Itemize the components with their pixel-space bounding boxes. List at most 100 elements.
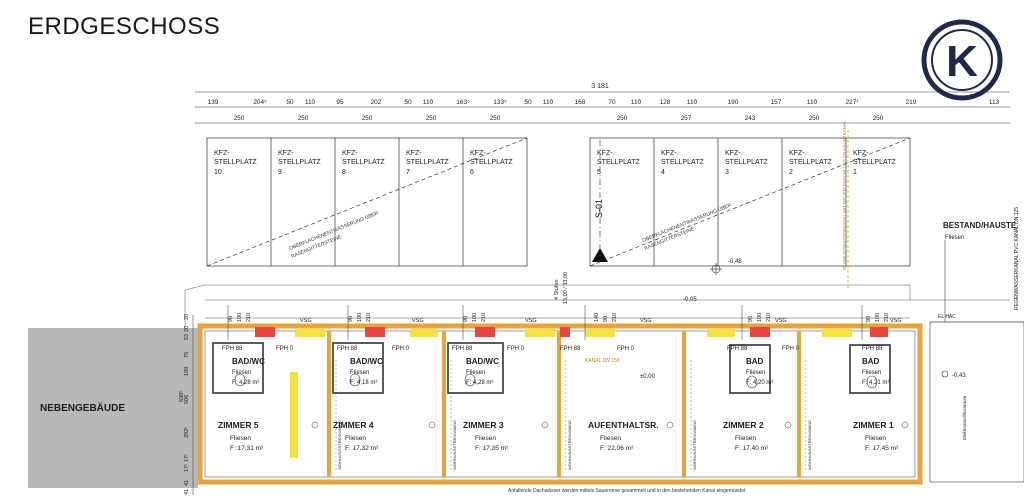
- fph-label: FPH 88: [727, 346, 748, 352]
- room-floor: Fliesen: [230, 435, 251, 442]
- door-dim: 210: [246, 313, 252, 322]
- top-dim-label: 190: [728, 99, 739, 106]
- door-dim: 100: [237, 313, 243, 322]
- kanal-label: KANAL DN 150: [585, 358, 620, 364]
- fph-label: FPH 0: [782, 346, 800, 352]
- room-area: F: 17,40 m²: [735, 445, 769, 452]
- fph-label: FPH 88: [452, 346, 473, 352]
- parking-space-line2: STELLPLATZ: [661, 159, 704, 166]
- parking-space-line2: STELLPLATZ: [470, 159, 513, 166]
- wall-label: WOHNUNGSTRENNWAND: [337, 420, 342, 470]
- parking-dim-label: 250: [809, 115, 820, 122]
- wall-label: WOHNUNGSTRENNWAND: [452, 420, 457, 470]
- room-name: ZIMMER 1: [853, 420, 894, 430]
- logo-letter: K: [946, 37, 978, 86]
- footer-note: Anfallende Dachwässer werden mittels Sau…: [508, 488, 746, 494]
- fph-label: FPH 0: [617, 346, 635, 352]
- bath-area: F: 4,20 m²: [746, 380, 773, 386]
- fph-label: FPH 0: [507, 346, 525, 352]
- parking-space-number: 10: [214, 169, 222, 176]
- bath-area: F: 4,28 m²: [232, 380, 259, 386]
- room-floor: Fliesen: [600, 435, 621, 442]
- parking-dim-label: 250: [234, 115, 245, 122]
- survey-point-right-icon: [941, 370, 949, 378]
- section-label: S-01: [594, 199, 604, 218]
- room-floor: Fliesen: [735, 435, 756, 442]
- parking-space-number: 5: [597, 169, 601, 176]
- wall-label: WOHNUNGSTRENNWAND: [567, 420, 572, 470]
- elektro-label: Elektroanschlussraum: [962, 395, 967, 440]
- light-icon: [311, 421, 319, 429]
- top-dim-label: 157: [771, 99, 782, 106]
- left-dim-label: 20: [184, 326, 190, 332]
- left-dim-label: 53: [184, 334, 190, 340]
- door-dim: 90: [866, 316, 872, 322]
- parking-space-number: 1: [853, 169, 857, 176]
- level-right: -0,43: [952, 373, 966, 379]
- parking-space-line1: KFZ-: [342, 150, 358, 157]
- top-dim-label: 110: [807, 99, 818, 106]
- top-dim-label: 50: [286, 99, 294, 106]
- door-dim: 210: [884, 313, 890, 322]
- parking-space-line2: STELLPLATZ: [214, 159, 257, 166]
- wall-label: WOHNUNGSTRENNWAND: [807, 420, 812, 470]
- bath-area: F: 4,21 m²: [862, 380, 889, 386]
- top-dim-label: 168: [575, 99, 586, 106]
- left-dim-label: 75: [184, 352, 190, 358]
- room-area: F: 17,45 m²: [865, 445, 899, 452]
- vsg-label: VSG: [890, 318, 902, 324]
- total-dimension: 3 181: [591, 83, 609, 90]
- top-dim-label: 95: [336, 99, 344, 106]
- toilet-icon: [746, 375, 758, 389]
- toilet-icon: [349, 373, 361, 387]
- door-dim: 90: [348, 316, 354, 322]
- left-dim-label: 199: [184, 367, 190, 376]
- parking-space-line1: KFZ-: [597, 150, 613, 157]
- parking-dim-label: 250: [362, 115, 373, 122]
- parking-space-number: 6: [470, 169, 474, 176]
- company-logo: K: [921, 19, 1003, 101]
- top-dim-label: 113: [989, 99, 1000, 106]
- top-dim-label: 163⁵: [456, 99, 470, 106]
- door-dim: 100: [472, 313, 478, 322]
- drainage-note-left-1: OBERFLÄCHENENTWÄSSERUNG ÜBER: [288, 209, 380, 251]
- left-dim-label: 41: [184, 480, 190, 486]
- yellow-vertical-note: SCHMUTZWASSERKANAL MIT NEUEM ANSCHLUSS A…: [842, 120, 847, 270]
- left-dim-label: 17¹: [184, 454, 190, 462]
- room-name: ZIMMER 2: [723, 420, 764, 430]
- parking-dim-label: 250: [490, 115, 501, 122]
- right-vertical-note: REGENWASSERKANAL PVC KANAL DN 125: [1014, 207, 1020, 310]
- stairs-label: 4 Stufen: [554, 280, 560, 301]
- parking-space-line1: KFZ-: [725, 150, 741, 157]
- door-dim: 210: [481, 313, 487, 322]
- toilet-icon: [464, 373, 476, 387]
- parking-space-number: 3: [725, 169, 729, 176]
- toilet-icon: [866, 375, 878, 389]
- door-dim: 210: [766, 313, 772, 322]
- parking-space-number: 2: [789, 169, 793, 176]
- dimension-lines: [195, 91, 1010, 124]
- stairs-dims: 15,00 / 33,00: [563, 272, 569, 304]
- left-dim-label: 17⁵: [183, 464, 190, 472]
- vsg-label: VSG: [775, 318, 787, 324]
- room-labels: WOHNUNGSTRENNWAND WOHNUNGSTRENNWAND WOHNUN…: [178, 313, 902, 495]
- parking-labels: KFZ-STELLPLATZ10KFZ-STELLPLATZ9KFZ-STELL…: [214, 150, 896, 176]
- bestand-label: BESTAND/HAUSTE: [943, 221, 1017, 230]
- fph-label: FPH 88: [337, 346, 358, 352]
- door-dim: 90: [228, 316, 234, 322]
- level-room: ±0,00: [640, 374, 656, 380]
- vsg-label: VSG: [525, 318, 537, 324]
- door-dim: 210: [366, 313, 372, 322]
- parking-dim-label: 257: [681, 115, 692, 122]
- bath-name: BAD: [862, 357, 880, 366]
- parking-space-line2: STELLPLATZ: [597, 159, 640, 166]
- top-dim-label: 50: [404, 99, 412, 106]
- neben-label: NEBENGEBÄUDE: [40, 401, 125, 414]
- parking-space-line2: STELLPLATZ: [406, 159, 449, 166]
- bestand-area: [929, 240, 1024, 483]
- top-dim-label: 139: [208, 99, 219, 106]
- top-dim-label: 219: [906, 99, 917, 106]
- room-floor: Fliesen: [345, 435, 366, 442]
- fph-label: FPH 0: [276, 346, 294, 352]
